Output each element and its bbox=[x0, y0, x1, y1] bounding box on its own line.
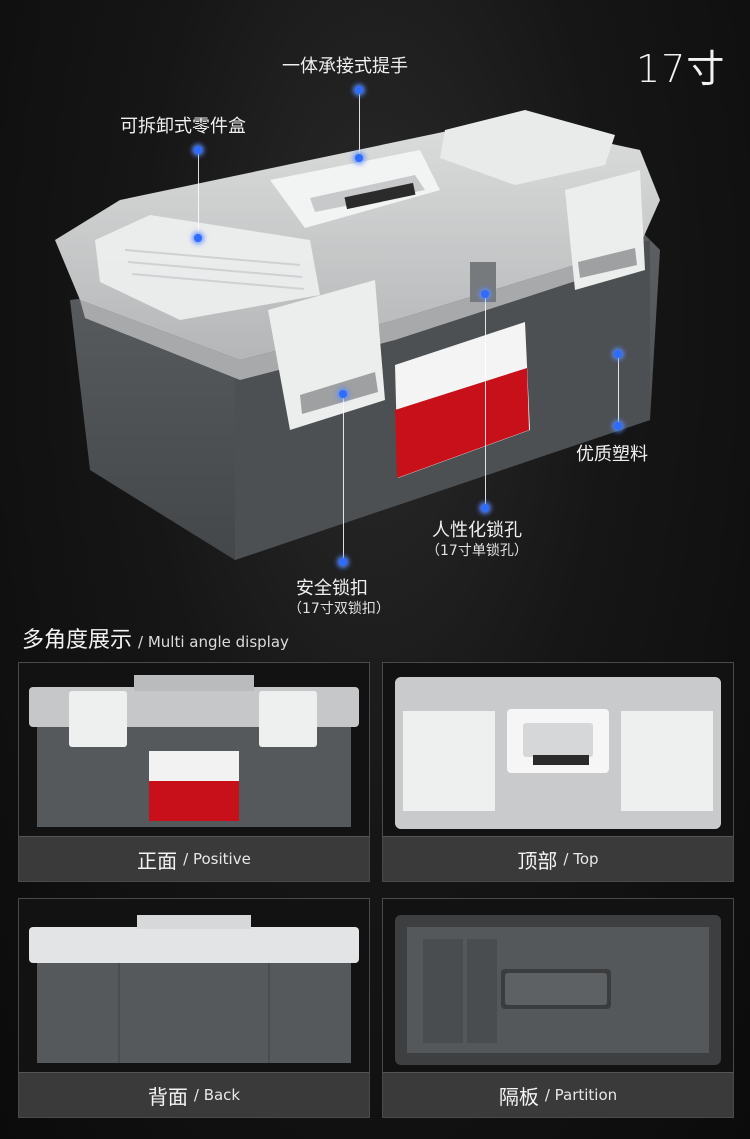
callout-lock-hole-dot-bottom bbox=[481, 504, 489, 512]
callout-plastic-dot-bottom bbox=[614, 422, 622, 430]
view-caption-partition-en: / Partition bbox=[544, 1086, 618, 1104]
section-title-en: / Multi angle display bbox=[138, 633, 289, 651]
callout-lock-hole: 人性化锁孔 bbox=[432, 520, 522, 541]
callout-buckle: 安全锁扣 bbox=[296, 578, 368, 599]
view-caption-top-cn: 顶部 bbox=[517, 848, 558, 873]
view-caption-front: 正面 / Positive bbox=[19, 836, 369, 881]
partition-view-image bbox=[395, 915, 721, 1065]
view-caption-front-en: / Positive bbox=[183, 850, 251, 868]
view-panel-back: 背面 / Back bbox=[18, 898, 370, 1118]
view-caption-top: 顶部 / Top bbox=[383, 836, 733, 881]
callout-parts-box-line bbox=[198, 150, 199, 238]
callout-lock-hole-dot bbox=[481, 290, 489, 298]
section-title: 多角度展示 / Multi angle display bbox=[22, 622, 289, 654]
front-view-image bbox=[29, 675, 359, 827]
view-caption-back-en: / Back bbox=[193, 1086, 241, 1104]
callout-plastic-line bbox=[618, 354, 619, 426]
callout-plastic-dot bbox=[614, 350, 622, 358]
view-caption-partition-cn: 隔板 bbox=[498, 1084, 539, 1109]
callout-lock-hole-sub: （17寸单锁孔） bbox=[426, 543, 528, 559]
callout-buckle-dot bbox=[339, 390, 347, 398]
callout-buckle-line bbox=[343, 396, 344, 562]
callout-plastic: 优质塑料 bbox=[576, 444, 648, 465]
callout-buckle-sub: （17寸双锁扣） bbox=[288, 601, 390, 617]
view-caption-partition: 隔板 / Partition bbox=[383, 1072, 733, 1117]
view-panel-partition: 隔板 / Partition bbox=[382, 898, 734, 1118]
callout-buckle-dot-bottom bbox=[339, 558, 347, 566]
size-label: 17寸 bbox=[636, 47, 726, 91]
section-title-cn: 多角度展示 bbox=[22, 628, 133, 653]
view-panel-front: 正面 / Positive bbox=[18, 662, 370, 882]
callout-handle-dot-top bbox=[355, 86, 363, 94]
view-caption-back-cn: 背面 bbox=[147, 1084, 188, 1109]
callout-parts-box-dot bbox=[194, 234, 202, 242]
toolbox-main-image bbox=[55, 110, 660, 560]
view-panel-top: 顶部 / Top bbox=[382, 662, 734, 882]
callout-parts-box: 可拆卸式零件盒 bbox=[120, 116, 246, 137]
view-caption-back: 背面 / Back bbox=[19, 1072, 369, 1117]
top-view-image bbox=[395, 677, 721, 829]
view-caption-front-cn: 正面 bbox=[137, 848, 178, 873]
view-caption-top-en: / Top bbox=[563, 850, 599, 868]
callout-handle: 一体承接式提手 bbox=[282, 56, 408, 77]
back-view-image bbox=[29, 915, 359, 1063]
callout-handle-line bbox=[359, 92, 360, 158]
callout-handle-dot bbox=[355, 154, 363, 162]
callout-lock-hole-line bbox=[485, 296, 486, 508]
callout-parts-box-dot-top bbox=[194, 146, 202, 154]
